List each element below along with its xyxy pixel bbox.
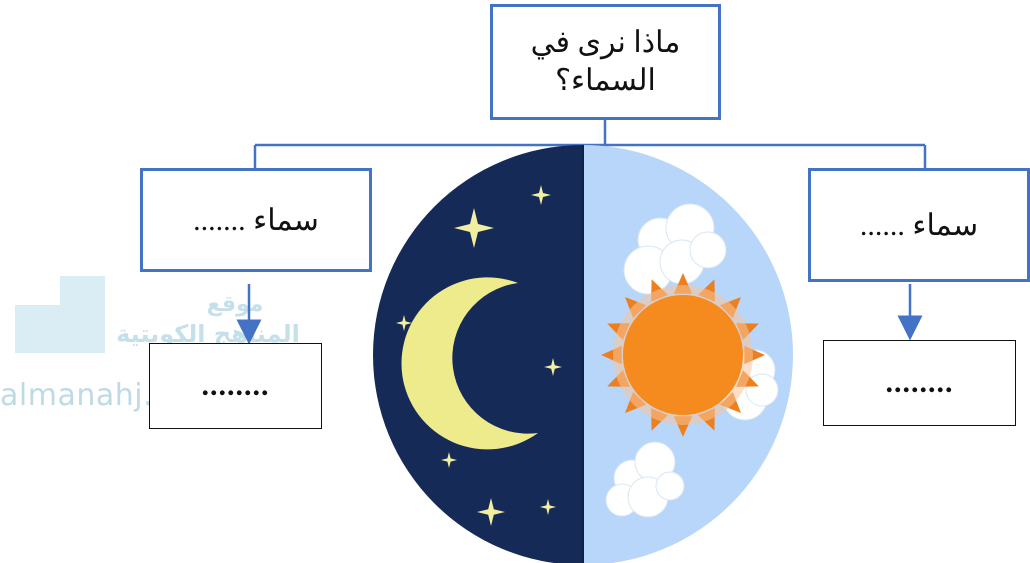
right-sky-label-box: سماء ...... (808, 168, 1030, 282)
connector-lines (253, 120, 927, 168)
star-icon (544, 358, 562, 376)
right-sky-label: سماء ...... (859, 208, 979, 242)
left-answer-box[interactable]: ........ (149, 343, 322, 429)
right-answer-box[interactable]: ........ (823, 340, 1016, 426)
moon-icon (401, 277, 538, 450)
right-answer-blank: ........ (885, 366, 954, 399)
cloud-icon (605, 441, 685, 518)
left-sky-label: سماء ....... (193, 203, 319, 237)
star-icon (477, 498, 505, 526)
title-box: ماذا نرى في السماء؟ (490, 4, 721, 120)
left-answer-blank: ........ (201, 369, 270, 402)
stars (396, 185, 562, 526)
day-night-illustration (373, 145, 793, 563)
title-text: ماذا نرى في السماء؟ (530, 26, 681, 97)
sun-icon (601, 273, 765, 437)
sun-disc (623, 295, 743, 415)
star-icon (454, 208, 494, 248)
night-sky (373, 145, 583, 563)
star-icon (441, 452, 457, 468)
left-sky-label-box: سماء ....... (140, 168, 372, 272)
cloud-icon (623, 203, 727, 295)
star-icon (531, 185, 551, 205)
star-icon (540, 499, 556, 515)
star-icon (396, 315, 412, 331)
